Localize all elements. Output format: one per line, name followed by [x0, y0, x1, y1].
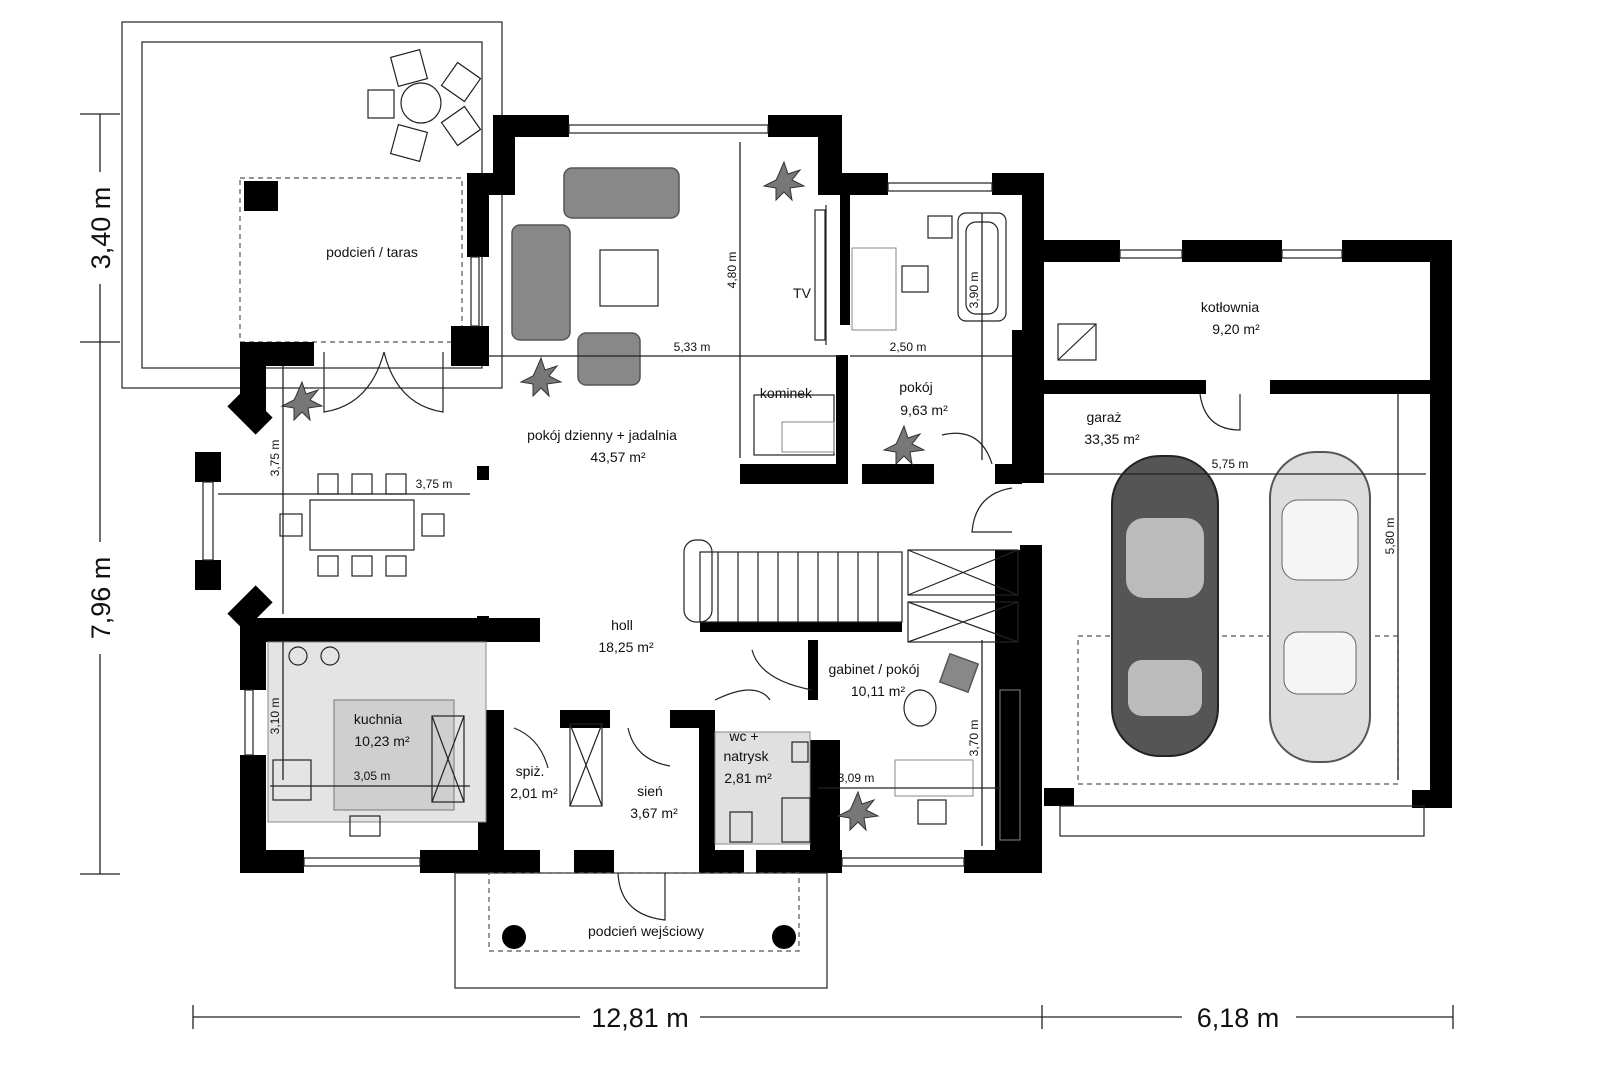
dim-garage-width: 5,75 m — [1212, 457, 1249, 471]
room-name-living: pokój dzienny + jadalnia — [527, 427, 677, 443]
boiler-icon — [1057, 323, 1097, 361]
room-name-tv: TV — [793, 285, 812, 301]
room-name-room: pokój — [899, 379, 932, 395]
walls — [195, 115, 1452, 873]
living-furniture — [511, 167, 835, 456]
staircase — [683, 539, 1019, 643]
room-area-shower: 2,81 m² — [724, 770, 772, 786]
room-furniture — [851, 212, 1007, 331]
dim-garage-depth: 5,80 m — [1383, 518, 1397, 555]
entrance-portico — [454, 872, 828, 989]
kitchen-furniture — [267, 641, 603, 837]
room-area-room: 9,63 m² — [900, 402, 948, 418]
doors — [323, 351, 1241, 921]
dim-room-width: 2,50 m — [890, 340, 927, 354]
sofa-top — [563, 167, 680, 219]
garage-apron — [1059, 805, 1425, 837]
office-furniture — [894, 652, 1021, 841]
room-name-entrance-portico: podcień wejściowy — [588, 923, 704, 939]
dim-overall-bottom-right: 6,18 m — [1197, 1003, 1280, 1033]
room-area-vestibule: 3,67 m² — [630, 805, 678, 821]
car-icon — [1111, 451, 1371, 763]
dim-dining-depth: 3,75 m — [268, 440, 282, 477]
desk — [851, 247, 897, 331]
room-labels: podcień / taras pokój dzienny + jadalnia… — [326, 244, 1260, 939]
terrace-table — [367, 48, 482, 163]
terrace — [121, 21, 503, 389]
room-name-kitchen: kuchnia — [354, 711, 402, 727]
dim-living-width: 5,33 m — [674, 340, 711, 354]
room-area-hall: 18,25 m² — [598, 639, 654, 655]
overall-dimensions: 12,81 m 6,18 m 3,40 m 7,96 m — [84, 172, 1296, 1033]
room-name-pantry: spiż. — [516, 763, 545, 779]
room-name-fireplace: kominek — [760, 385, 813, 401]
room-area-living: 43,57 m² — [590, 449, 646, 465]
room-name-vestibule: sień — [637, 783, 663, 799]
room-area-kitchen: 10,23 m² — [354, 733, 410, 749]
dim-office-depth: 3,70 m — [967, 720, 981, 757]
sofa-left — [511, 224, 571, 341]
plant-icon — [280, 160, 926, 832]
coffee-table — [599, 249, 659, 307]
dim-overall-bottom-left: 12,81 m — [591, 1003, 689, 1033]
dim-kitchen-depth: 3,10 m — [268, 698, 282, 735]
dim-dining-width: 3,75 m — [416, 477, 453, 491]
room-area-boiler: 9,20 m² — [1212, 321, 1260, 337]
dim-kitchen-width: 3,05 m — [354, 769, 391, 783]
bathroom-fixtures — [714, 731, 811, 845]
room-area-garage: 33,35 m² — [1084, 431, 1140, 447]
room-area-pantry: 2,01 m² — [510, 785, 558, 801]
room-area-office: 10,11 m² — [851, 683, 906, 699]
room-name-wc: wc + — [728, 728, 758, 744]
dim-living-depth: 4,80 m — [725, 252, 739, 289]
room-name-terrace: podcień / taras — [326, 244, 418, 260]
armchair — [577, 332, 641, 386]
room-name-garage: garaż — [1086, 409, 1121, 425]
room-name-shower: natrysk — [723, 748, 769, 764]
room-name-office: gabinet / pokój — [828, 661, 919, 677]
windows — [202, 124, 1343, 867]
dimension-labels: 5,33 m 4,80 m 2,50 m 3,90 m 3,75 m 3,75 … — [268, 252, 1397, 785]
dining-table — [309, 499, 415, 551]
fireplace — [753, 394, 835, 456]
dim-overall-left-top: 3,40 m — [86, 187, 116, 270]
tv-unit — [814, 209, 826, 341]
dim-overall-left-bottom: 7,96 m — [86, 557, 116, 640]
dim-room-depth: 3,90 m — [967, 272, 981, 309]
dim-office-width: 3,09 m — [838, 771, 875, 785]
room-name-hall: holl — [611, 617, 633, 633]
room-name-boiler: kotłownia — [1201, 299, 1260, 315]
